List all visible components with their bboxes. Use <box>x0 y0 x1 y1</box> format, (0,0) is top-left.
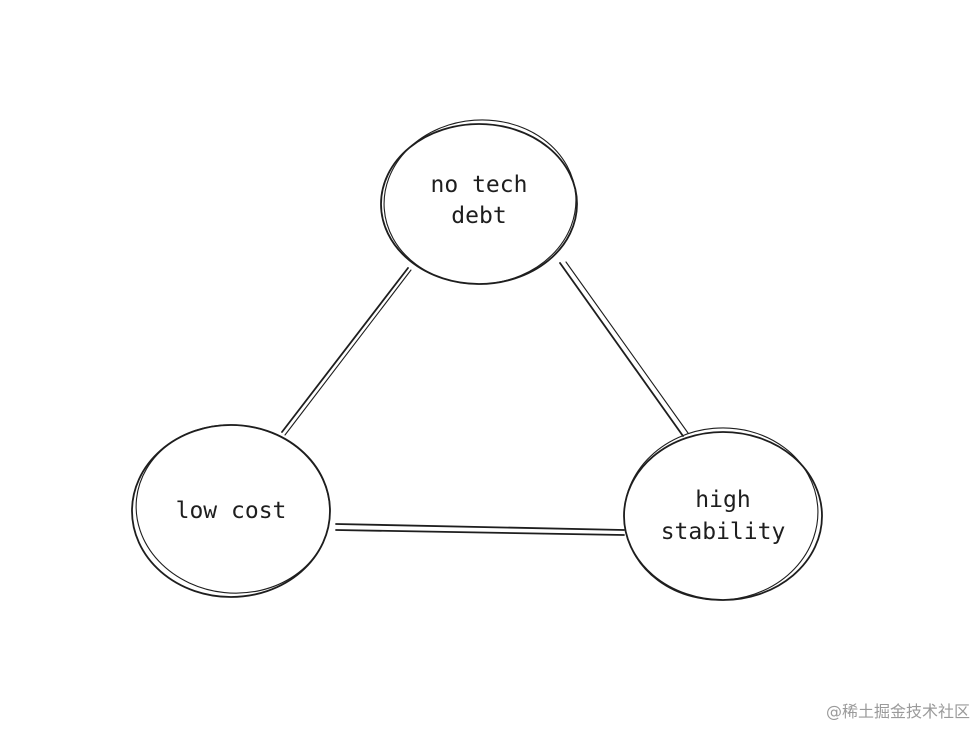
node-high-stability: high stability <box>623 427 823 601</box>
node-no-tech-debt-label-line-1: no tech <box>431 172 528 198</box>
node-high-stability-label-line-1: high <box>695 487 750 513</box>
edge-top-to-left <box>281 267 412 436</box>
edge-top-to-right <box>559 261 689 437</box>
edge-left-to-right <box>335 523 625 536</box>
node-no-tech-debt-label-line-2: debt <box>451 203 506 229</box>
node-low-cost-label: low cost <box>176 498 287 524</box>
node-low-cost: low cost <box>131 424 331 598</box>
watermark: @稀土掘金技术社区 <box>825 702 970 721</box>
node-no-tech-debt: no tech debt <box>380 119 578 285</box>
node-high-stability-label-line-2: stability <box>661 519 786 545</box>
